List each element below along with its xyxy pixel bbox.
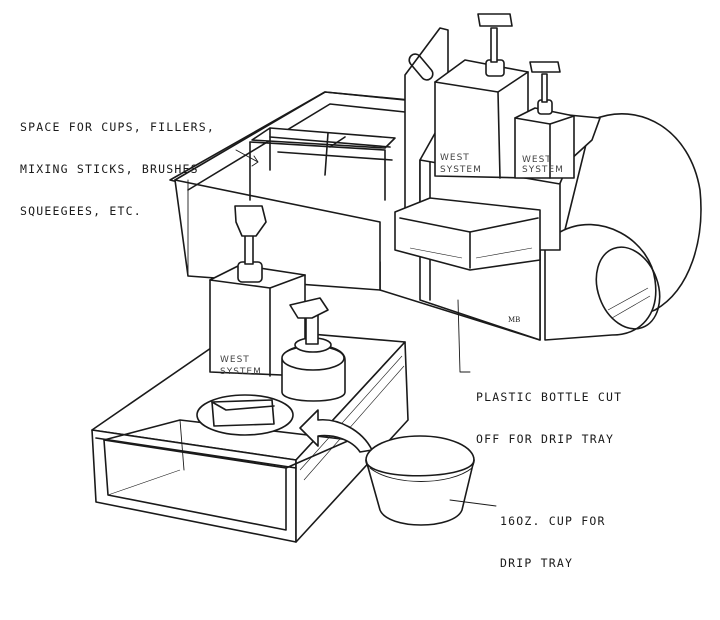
storage-annotation-line-3: SQUEEGEES, ETC. xyxy=(20,204,142,218)
storage-compartments xyxy=(249,127,396,201)
drip-cup-annotation-line-1: 16OZ. CUP FOR xyxy=(500,514,606,528)
leader-lines xyxy=(235,149,497,507)
drip-cup-annotation: 16OZ. CUP FOR DRIP TRAY xyxy=(500,486,606,584)
stand-large-container: WEST SYSTEM xyxy=(209,205,306,377)
stand-brand-system: SYSTEM xyxy=(220,367,262,377)
drip-tray-annotation-line-2: OFF FOR DRIP TRAY xyxy=(476,432,615,446)
drip-tray-annotation-line-1: PLASTIC BOTTLE CUT xyxy=(476,390,623,404)
placement-arrow xyxy=(299,409,373,453)
storage-annotation-line-2: MIXING STICKS, BRUSHES xyxy=(20,162,199,176)
drip-tray-annotation: PLASTIC BOTTLE CUT OFF FOR DRIP TRAY xyxy=(476,362,622,460)
paper-towel-roll xyxy=(544,113,702,341)
drip-cup xyxy=(365,435,475,526)
artist-initials: MB xyxy=(508,316,520,324)
caddy-small-brand-system: SYSTEM xyxy=(522,165,564,175)
storage-annotation-line-1: SPACE FOR CUPS, FILLERS, xyxy=(20,120,215,134)
caddy-small-container: WEST SYSTEM xyxy=(514,61,575,179)
drip-tray-bottle xyxy=(394,197,541,271)
caddy-brand-west: WEST xyxy=(440,153,470,163)
drip-cup-annotation-line-2: DRIP TRAY xyxy=(500,556,574,570)
caddy-large-container: WEST SYSTEM xyxy=(434,13,529,179)
epoxy-caddy: WEST SYSTEM WEST SYSTEM MB xyxy=(169,13,702,341)
stand-round-bottle xyxy=(281,297,346,402)
caddy-small-brand-west: WEST xyxy=(522,155,552,165)
stand-brand-west: WEST xyxy=(220,355,250,365)
storage-annotation: SPACE FOR CUPS, FILLERS, MIXING STICKS, … xyxy=(20,92,215,232)
caddy-brand-system: SYSTEM xyxy=(440,165,482,175)
